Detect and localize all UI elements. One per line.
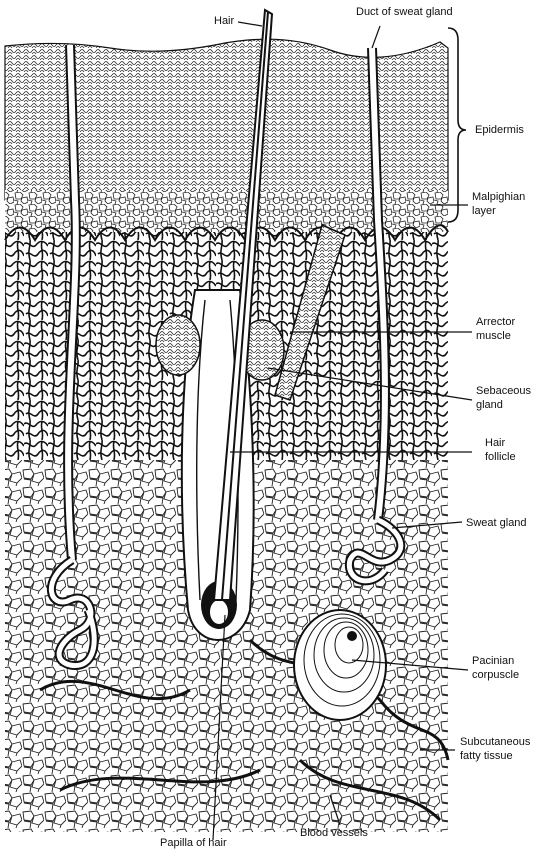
label-malpighian-2: layer (472, 205, 496, 217)
label-follicle-2: follicle (485, 451, 516, 463)
label-subcutaneous-1: Subcutaneous (460, 736, 531, 748)
label-sebaceous-1: Sebaceous (476, 385, 532, 397)
epidermis-bracket (448, 28, 466, 222)
label-hair: Hair (214, 15, 235, 27)
label-epidermis: Epidermis (475, 124, 524, 136)
label-blood-vessels: Blood vessels (300, 827, 368, 839)
label-arrector-2: muscle (476, 330, 511, 342)
label-subcutaneous-2: fatty tissue (460, 750, 513, 762)
label-arrector-1: Arrector (476, 316, 515, 328)
label-sebaceous-2: gland (476, 399, 503, 411)
label-sweat-gland: Sweat gland (466, 517, 527, 529)
label-duct-of-sweat-gland: Duct of sweat gland (356, 6, 453, 18)
label-follicle-1: Hair (485, 437, 506, 449)
pacinian-corpuscle (294, 610, 386, 720)
label-malpighian-1: Malpighian (472, 191, 525, 203)
label-pacinian-1: Pacinian (472, 655, 514, 667)
label-papilla-of-hair: Papilla of hair (160, 837, 227, 849)
label-pacinian-2: corpuscle (472, 669, 519, 681)
